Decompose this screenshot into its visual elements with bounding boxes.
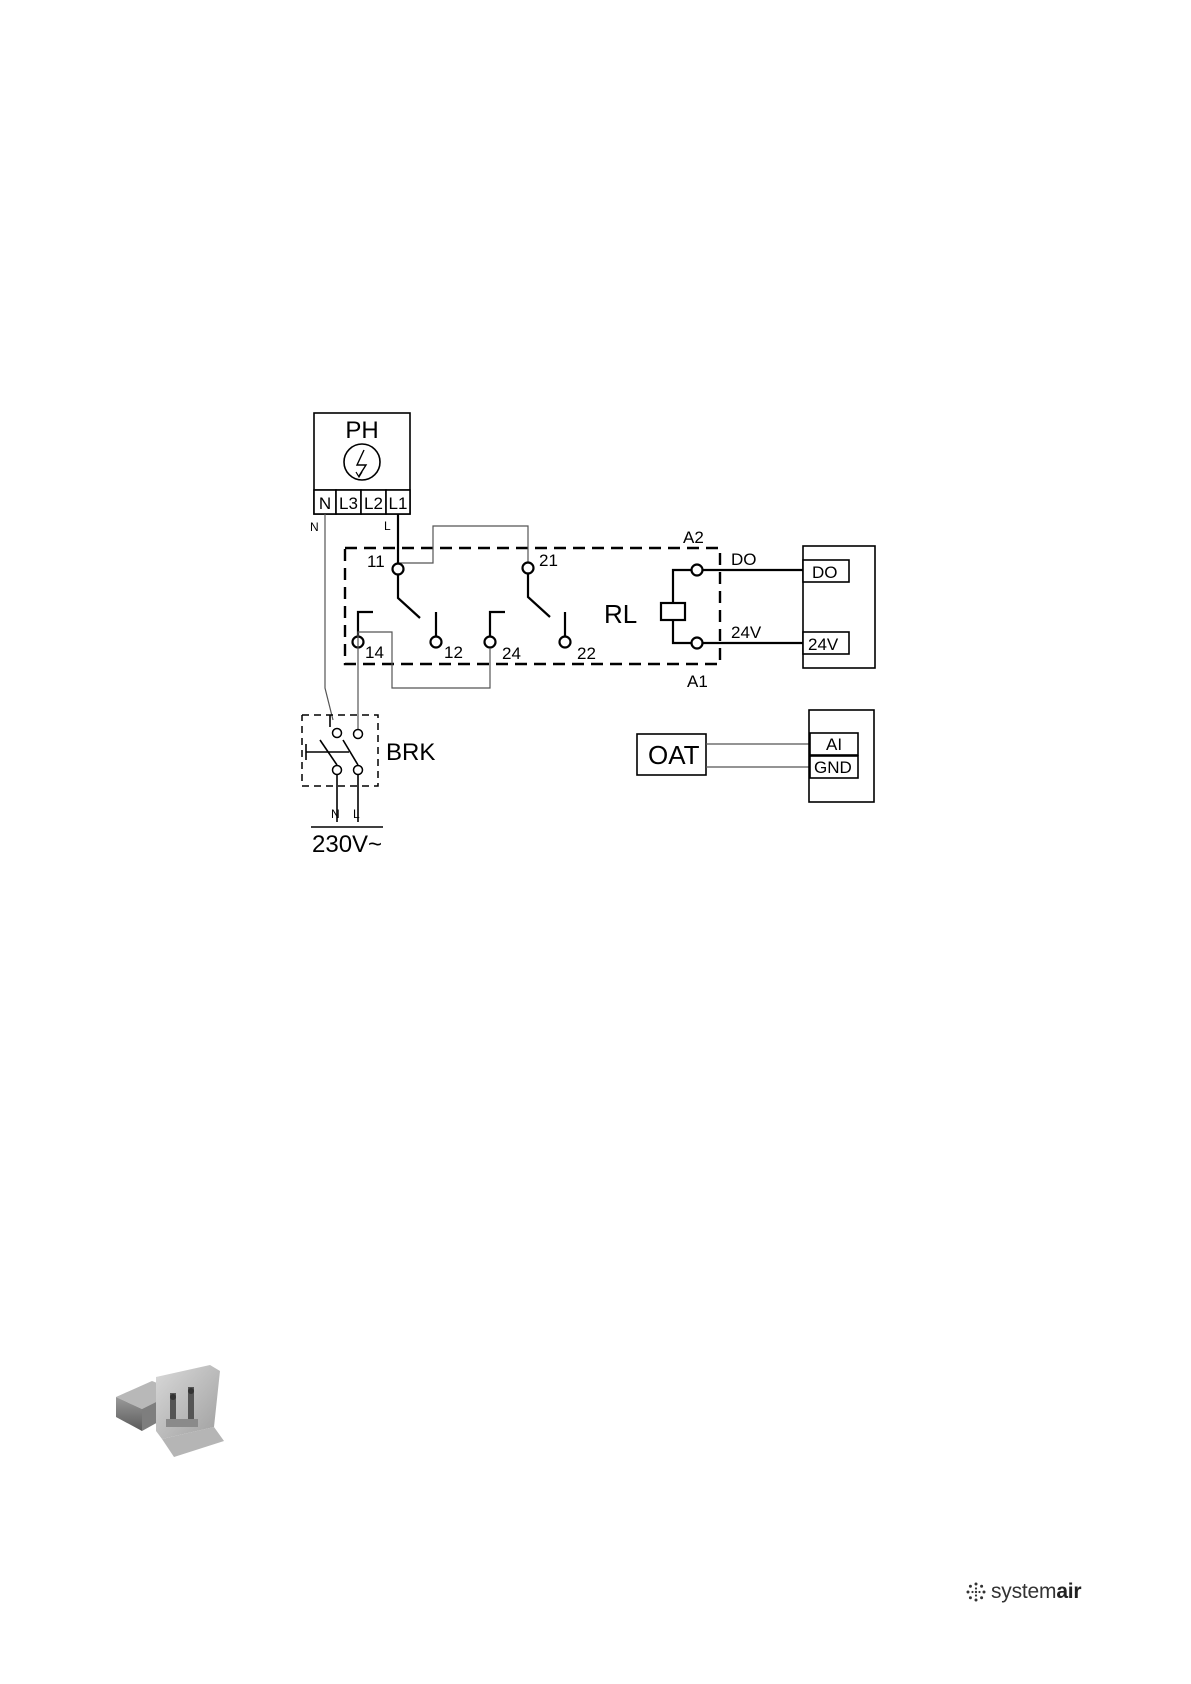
relay-do-label: DO <box>731 550 757 569</box>
breaker-l-label: L <box>353 807 360 821</box>
controller-outputs: DO 24V <box>803 546 875 668</box>
ph-wire-l-label: L <box>384 519 391 533</box>
coil-a1-label: A1 <box>687 672 708 691</box>
brand-name: systemair <box>991 1580 1081 1604</box>
contact-12-label: 12 <box>444 643 463 662</box>
oat-sensor: OAT AI GND <box>637 710 874 802</box>
sensor-ai-label: AI <box>826 735 842 754</box>
systemair-logo-icon <box>965 1581 987 1603</box>
contact-21-label: 21 <box>539 551 558 570</box>
sensor-gnd-label: GND <box>814 758 852 777</box>
product-photo <box>112 1353 230 1463</box>
relay-24v-label: 24V <box>731 623 762 642</box>
ph-title: PH <box>345 417 378 444</box>
contact-24-label: 24 <box>502 644 521 663</box>
breaker-n-label: N <box>331 807 340 821</box>
contact-14-label: 14 <box>365 643 384 662</box>
relay-name: RL <box>604 599 637 629</box>
relay-rl: 11 12 14 21 22 24 RL A2 A1 DO 24V <box>345 514 803 691</box>
brand-logo: systemair <box>965 1577 1081 1607</box>
coil-a2-label: A2 <box>683 528 704 547</box>
ph-terminal-l1: L1 <box>389 494 408 513</box>
supply-voltage-label: 230V~ <box>312 831 382 858</box>
contact-11-label: 11 <box>367 552 385 571</box>
ph-wire-n-label: N <box>310 520 319 534</box>
oat-label: OAT <box>648 740 700 770</box>
controller-24v-label: 24V <box>808 635 839 654</box>
ph-terminal-l3: L3 <box>339 494 358 513</box>
brand-prefix: system <box>991 1580 1056 1603</box>
breaker-name: BRK <box>386 739 435 766</box>
ph-terminal-n: N <box>319 494 331 513</box>
brand-suffix: air <box>1056 1580 1081 1603</box>
ph-terminal-l2: L2 <box>364 494 383 513</box>
contact-22-label: 22 <box>577 644 596 663</box>
controller-do-label: DO <box>812 563 838 582</box>
